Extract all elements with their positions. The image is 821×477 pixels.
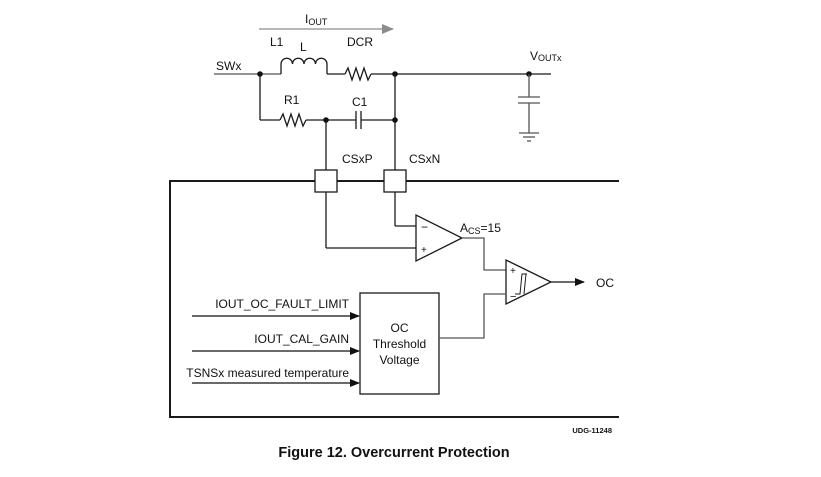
swx-label: SWx: [216, 59, 241, 73]
dcr-label: DCR: [347, 35, 373, 49]
current-sense-amplifier: [415, 213, 464, 263]
block-label-line3: Voltage: [379, 353, 419, 367]
r1-c1-node: [323, 117, 329, 123]
c1-output-node: [392, 117, 398, 123]
block-label-line2: Threshold: [373, 337, 426, 351]
fault-limit-input-label: IOUT_OC_FAULT_LIMIT: [215, 297, 349, 311]
hysteresis-comparator: [505, 258, 553, 306]
inductor-l: [280, 57, 328, 74]
oc-output-label: OC: [596, 276, 614, 290]
block-label-line1: OC: [391, 321, 409, 335]
resistor-r1: [279, 111, 307, 129]
csxn-pin: [383, 169, 407, 193]
iout-label: IOUT: [305, 12, 328, 27]
l-label: L: [300, 40, 307, 54]
l1-label: L1: [270, 35, 284, 49]
csxn-label: CSxN: [409, 152, 440, 166]
comparator-minus-sign: −: [510, 291, 516, 303]
acs-gain-label: ACS=15: [460, 221, 501, 236]
csxp-label: CSxP: [342, 152, 373, 166]
hysteresis-icon: [515, 273, 527, 295]
ground-icon: [519, 132, 539, 142]
amp-to-comparator-wire: [462, 237, 506, 271]
cal-gain-input-label: IOUT_CAL_GAIN: [254, 332, 349, 346]
voutx-label: VOUTx: [530, 49, 562, 63]
comparator-plus-sign: +: [510, 266, 516, 277]
figure-caption: Figure 12. Overcurrent Protection: [278, 445, 509, 461]
threshold-to-comparator-wire: [439, 293, 506, 339]
rc-sense-network: [259, 74, 396, 170]
amp-plus-sign: +: [421, 245, 427, 256]
output-capacitor: [518, 74, 540, 133]
oc-threshold-voltage-block: [359, 292, 440, 395]
amp-input-wires: [325, 192, 416, 249]
resistor-dcr: [344, 65, 372, 83]
c1-label: C1: [352, 95, 368, 109]
drawing-id: UDG-11248: [572, 426, 612, 435]
r1-label: R1: [284, 93, 300, 107]
temperature-input-label: TSNSx measured temperature: [186, 366, 349, 380]
amp-minus-sign: −: [421, 220, 428, 234]
power-path: [214, 57, 551, 83]
csxp-pin: [314, 169, 338, 193]
